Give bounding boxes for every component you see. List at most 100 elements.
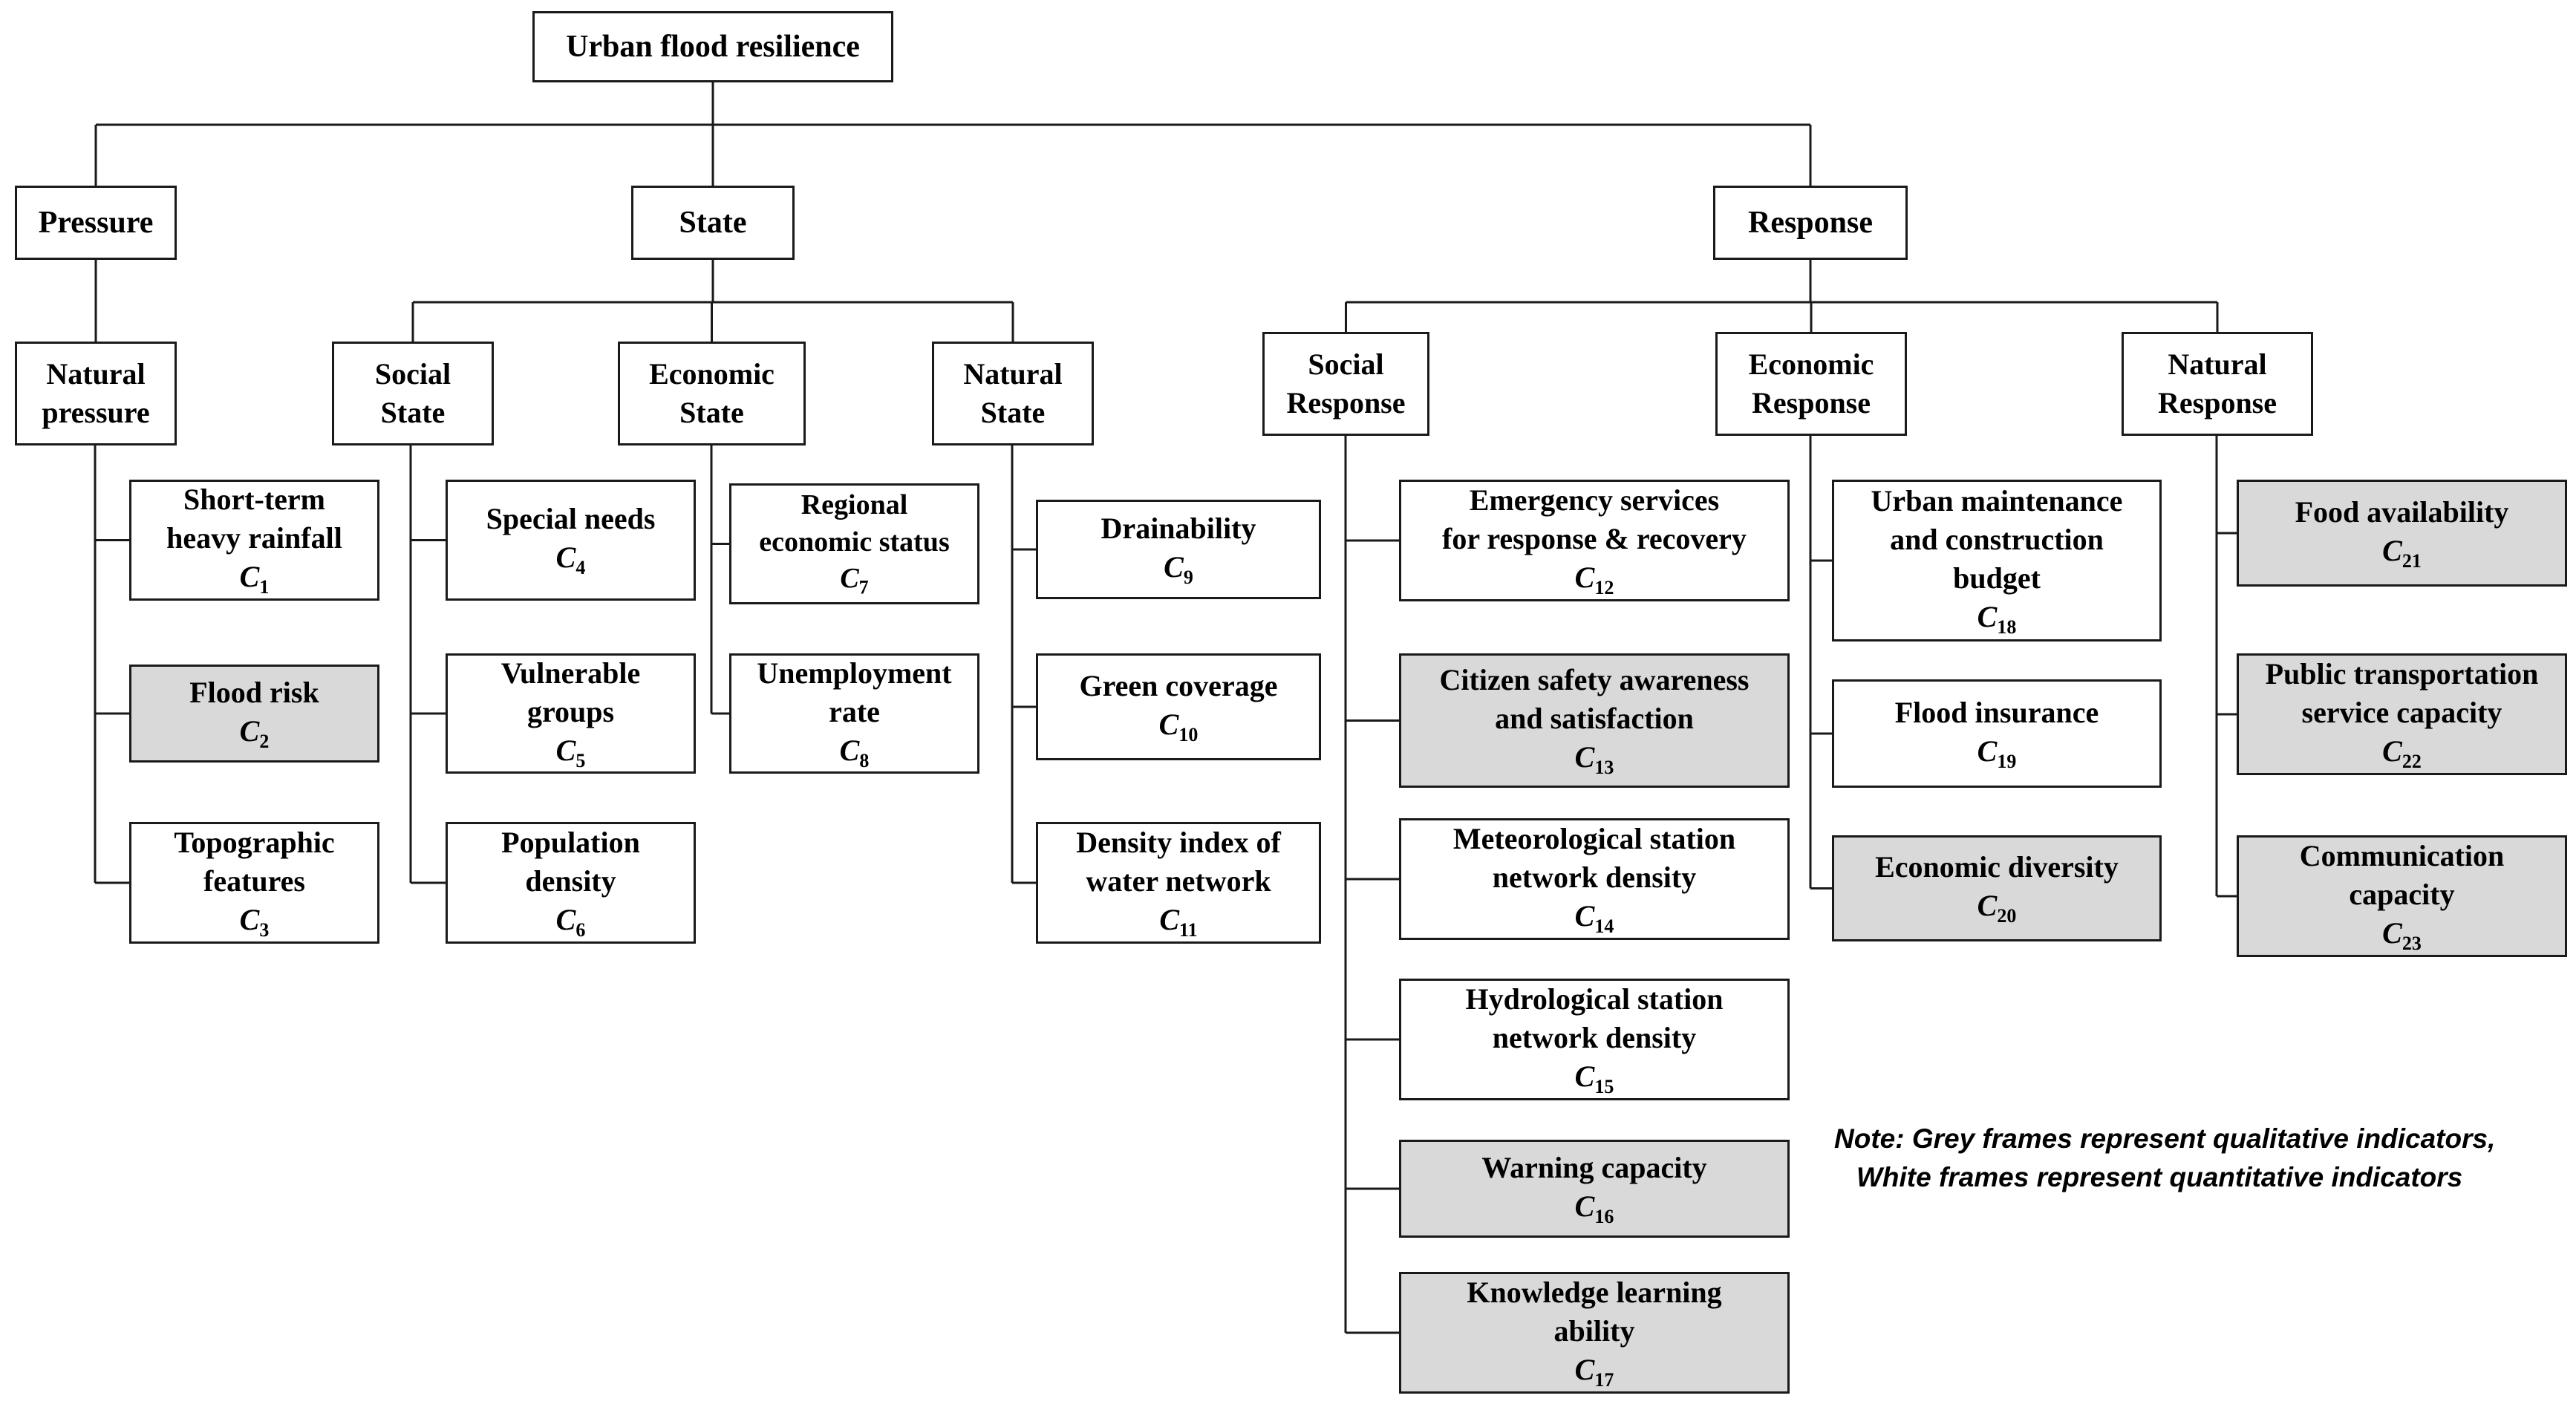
indicator-code-letter: C	[1977, 734, 1998, 768]
indicator-code-letter: C	[2382, 533, 2402, 567]
indicator-code-index: 14	[1594, 915, 1614, 937]
indicator-code-index: 1	[259, 576, 270, 598]
indicator-code-index: 18	[1997, 616, 2017, 638]
indicator-code: C2	[240, 712, 270, 754]
note-line-qualitative: Note: Grey frames represent qualitative …	[1834, 1123, 2496, 1154]
indicator-code-letter: C	[1574, 1059, 1595, 1093]
dimension-node-social-state: Social State	[332, 342, 494, 445]
indicator-code-index: 10	[1178, 723, 1199, 745]
indicator-label: Food availability	[2295, 494, 2509, 529]
dimension-node-natural-pressure: Natural pressure	[15, 342, 177, 445]
indicator-label: Warning capacity	[1481, 1150, 1707, 1184]
category-node-state: State	[631, 186, 795, 260]
indicator-code-index: 23	[2401, 932, 2422, 954]
indicator-code: C23	[2382, 914, 2422, 956]
indicator-code-letter: C	[555, 902, 576, 936]
indicator-code-index: 17	[1594, 1368, 1614, 1391]
root-node: Urban flood resilience	[532, 11, 893, 82]
indicator-code-letter: C	[239, 560, 260, 594]
indicator-code-index: 3	[259, 918, 270, 941]
root-label: Urban flood resilience	[566, 29, 860, 64]
indicator-code: C13	[1575, 738, 1614, 780]
indicator-code: C10	[1159, 705, 1199, 748]
indicator-code: C22	[2382, 732, 2422, 774]
indicator-label: Vulnerable groups	[500, 656, 641, 728]
indicator-label: Population density	[501, 825, 640, 898]
indicator-code: C6	[556, 901, 586, 943]
category-label: State	[679, 205, 747, 240]
indicator-label: Urban maintenance and construction budge…	[1871, 483, 2123, 595]
indicator-label: Unemployment rate	[757, 656, 952, 728]
indicator-label: Regional economic status	[759, 489, 950, 558]
indicator-label: Green coverage	[1079, 668, 1278, 702]
indicator-code-index: 15	[1594, 1075, 1614, 1097]
indicator-code: C19	[1977, 732, 2017, 774]
indicator-code-index: 22	[2401, 750, 2422, 772]
category-label: Response	[1747, 205, 1874, 240]
indicator-code: C3	[240, 901, 270, 943]
indicator-node-c12: Emergency services for response & recove…	[1399, 480, 1790, 601]
legend-note: Note: Grey frames represent qualitative …	[1834, 1120, 2562, 1197]
indicator-code-letter: C	[1574, 1352, 1595, 1386]
indicator-code-letter: C	[239, 902, 260, 936]
indicator-code: C5	[556, 731, 586, 774]
dimension-node-natural-state: Natural State	[932, 342, 1094, 445]
dimension-label: Natural State	[963, 357, 1063, 429]
dimension-label: Social Response	[1286, 347, 1406, 420]
indicator-code-letter: C	[1574, 1189, 1595, 1223]
indicator-node-c13: Citizen safety awareness and satisfactio…	[1399, 653, 1790, 788]
dimension-node-economic-response: Economic Response	[1715, 332, 1907, 436]
indicator-node-c18: Urban maintenance and construction budge…	[1832, 480, 2162, 642]
indicator-code: C8	[840, 731, 870, 774]
dimension-node-economic-state: Economic State	[618, 342, 806, 445]
indicator-code-letter: C	[1574, 898, 1595, 933]
indicator-code: C4	[556, 538, 586, 581]
indicator-code-index: 8	[859, 749, 870, 771]
dimension-node-social-response: Social Response	[1262, 332, 1429, 436]
indicator-code-letter: C	[840, 563, 859, 595]
indicator-code: C17	[1575, 1351, 1614, 1393]
indicator-label: Citizen safety awareness and satisfactio…	[1439, 663, 1750, 736]
indicator-code: C14	[1575, 897, 1614, 939]
indicator-code-index: 20	[1997, 905, 2017, 927]
dimension-label: Economic State	[649, 357, 775, 429]
indicator-code-index: 5	[575, 749, 586, 771]
indicator-code-index: 9	[1183, 566, 1193, 588]
dimension-label: Social State	[374, 357, 451, 429]
indicator-code: C7	[840, 561, 868, 600]
indicator-code-index: 11	[1179, 918, 1198, 941]
category-label: Pressure	[38, 205, 154, 240]
indicator-code-index: 21	[2401, 549, 2422, 572]
indicator-label: Short-term heavy rainfall	[166, 483, 342, 555]
indicator-code-letter: C	[239, 714, 260, 748]
indicator-label: Drainability	[1100, 511, 1256, 545]
indicator-code-letter: C	[2382, 734, 2402, 768]
indicator-code-letter: C	[1977, 889, 1998, 923]
indicator-code: C21	[2382, 532, 2422, 574]
indicator-code-index: 19	[1997, 750, 2017, 772]
indicator-code-letter: C	[1158, 707, 1179, 741]
indicator-code-letter: C	[1574, 560, 1595, 594]
indicator-code-letter: C	[555, 541, 576, 575]
indicator-label: Special needs	[486, 502, 656, 536]
indicator-code: C18	[1977, 598, 2017, 640]
indicator-code: C9	[1164, 548, 1193, 590]
indicator-code-index: 12	[1594, 576, 1614, 598]
category-node-pressure: Pressure	[15, 186, 177, 260]
indicator-code-letter: C	[839, 733, 860, 767]
indicator-code-index: 13	[1594, 757, 1614, 779]
indicator-label: Economic diversity	[1875, 850, 2119, 884]
